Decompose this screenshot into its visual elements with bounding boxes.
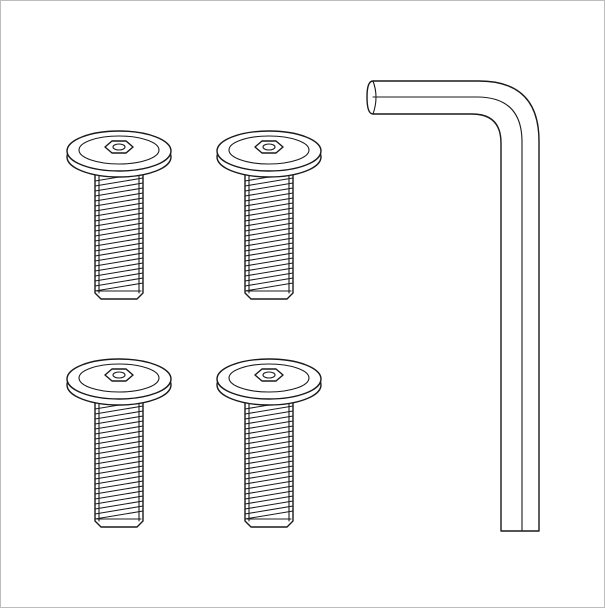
screw-icon [66, 358, 172, 528]
screw-set [66, 130, 322, 528]
screw-icon [66, 130, 172, 300]
screw-icon [216, 358, 322, 528]
hex-key-icon [366, 80, 540, 532]
screw-icon [216, 130, 322, 300]
